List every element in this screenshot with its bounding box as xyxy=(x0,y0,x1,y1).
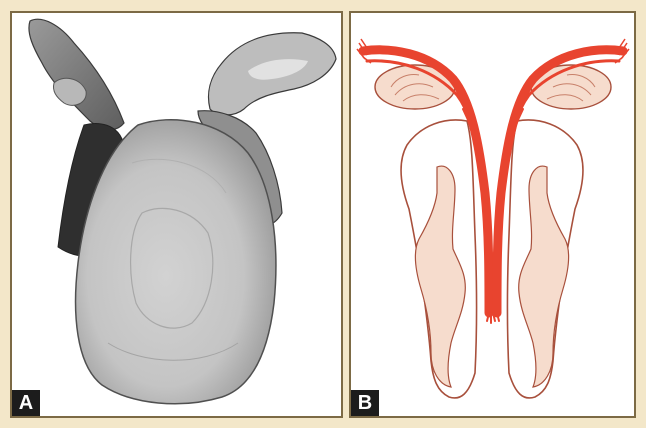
specimen-photo xyxy=(12,13,341,416)
panel-a-label: A xyxy=(12,390,40,416)
panel-b-label: B xyxy=(351,390,379,416)
specimen-left-lobe xyxy=(29,19,124,129)
anatomy-diagram xyxy=(351,13,634,416)
panel-b-diagram: B xyxy=(349,11,636,418)
panel-a-photograph: A xyxy=(10,11,343,418)
